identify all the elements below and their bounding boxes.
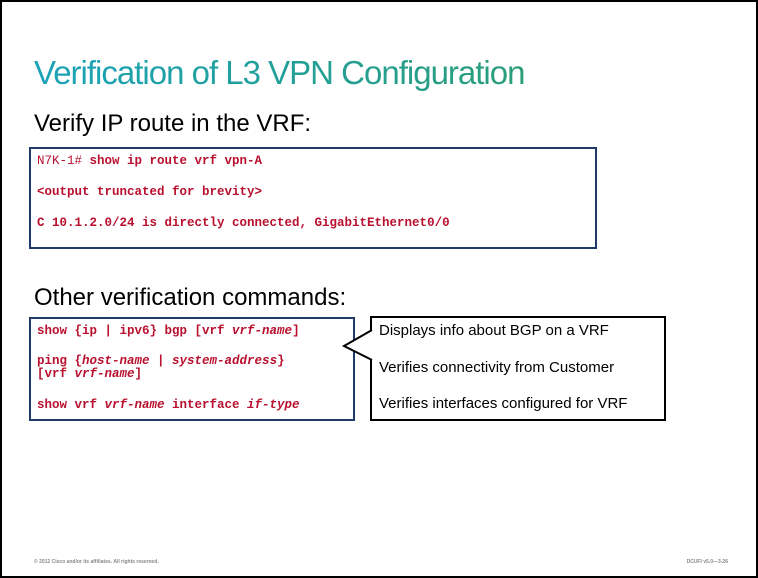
command-ping: ping {host-name | system-address} <box>37 354 285 368</box>
section1-heading: Verify IP route in the VRF: <box>34 110 312 137</box>
cmd-arg: vrf-name <box>232 324 293 338</box>
cmd-arg: vrf-name <box>104 398 165 412</box>
cmd-arg: host-name <box>82 354 150 368</box>
commands-box: show {ip | ipv6} bgp [vrf vrf-name] ping… <box>29 317 355 421</box>
callout-pointer-icon <box>342 329 373 361</box>
command-show-vrf: show vrf vrf-name interface if-type <box>37 398 300 412</box>
command-ping-continued: [vrf vrf-name] <box>37 367 142 381</box>
cmd-arg: if-type <box>247 398 300 412</box>
cmd-text: } <box>277 354 285 368</box>
cmd-text: show {ip | ipv6} bgp [vrf <box>37 324 233 338</box>
code-line-route: C 10.1.2.0/24 is directly connected, Gig… <box>37 216 450 230</box>
command-bgp: show {ip | ipv6} bgp [vrf vrf-name] <box>37 324 300 338</box>
cmd-text: ping { <box>37 354 83 368</box>
cmd-text: interface <box>164 398 248 412</box>
description-ping: Verifies connectivity from Customer <box>379 359 615 376</box>
cmd-text: ] <box>292 324 300 338</box>
cmd-arg: system-address <box>172 354 278 368</box>
cmd-text: [vrf <box>37 367 75 381</box>
cmd-text: | <box>149 354 173 368</box>
section2-heading: Other verification commands: <box>34 284 347 311</box>
cmd-text: show vrf <box>37 398 105 412</box>
slide-title: Verification of L3 VPN Configuration <box>34 54 525 91</box>
cli-prompt: N7K-1# <box>37 154 90 168</box>
cmd-text: ] <box>134 367 143 381</box>
description-bgp: Displays info about BGP on a VRF <box>379 322 609 339</box>
description-callout: Displays info about BGP on a VRF Verifie… <box>370 316 666 421</box>
code-line-command: N7K-1# show ip route vrf vpn-A <box>37 154 262 168</box>
route-output-box: N7K-1# show ip route vrf vpn-A <output t… <box>29 147 597 249</box>
copyright-footer: © 2012 Cisco and/or its affiliates. All … <box>34 559 159 565</box>
cmd-arg: vrf-name <box>74 367 135 381</box>
slide-number-footer: DCUFI v5.0—3-26 <box>686 559 728 565</box>
code-line-truncated: <output truncated for brevity> <box>37 185 263 199</box>
description-show-vrf: Verifies interfaces configured for VRF <box>379 395 628 412</box>
cli-command: show ip route vrf vpn-A <box>89 154 263 168</box>
